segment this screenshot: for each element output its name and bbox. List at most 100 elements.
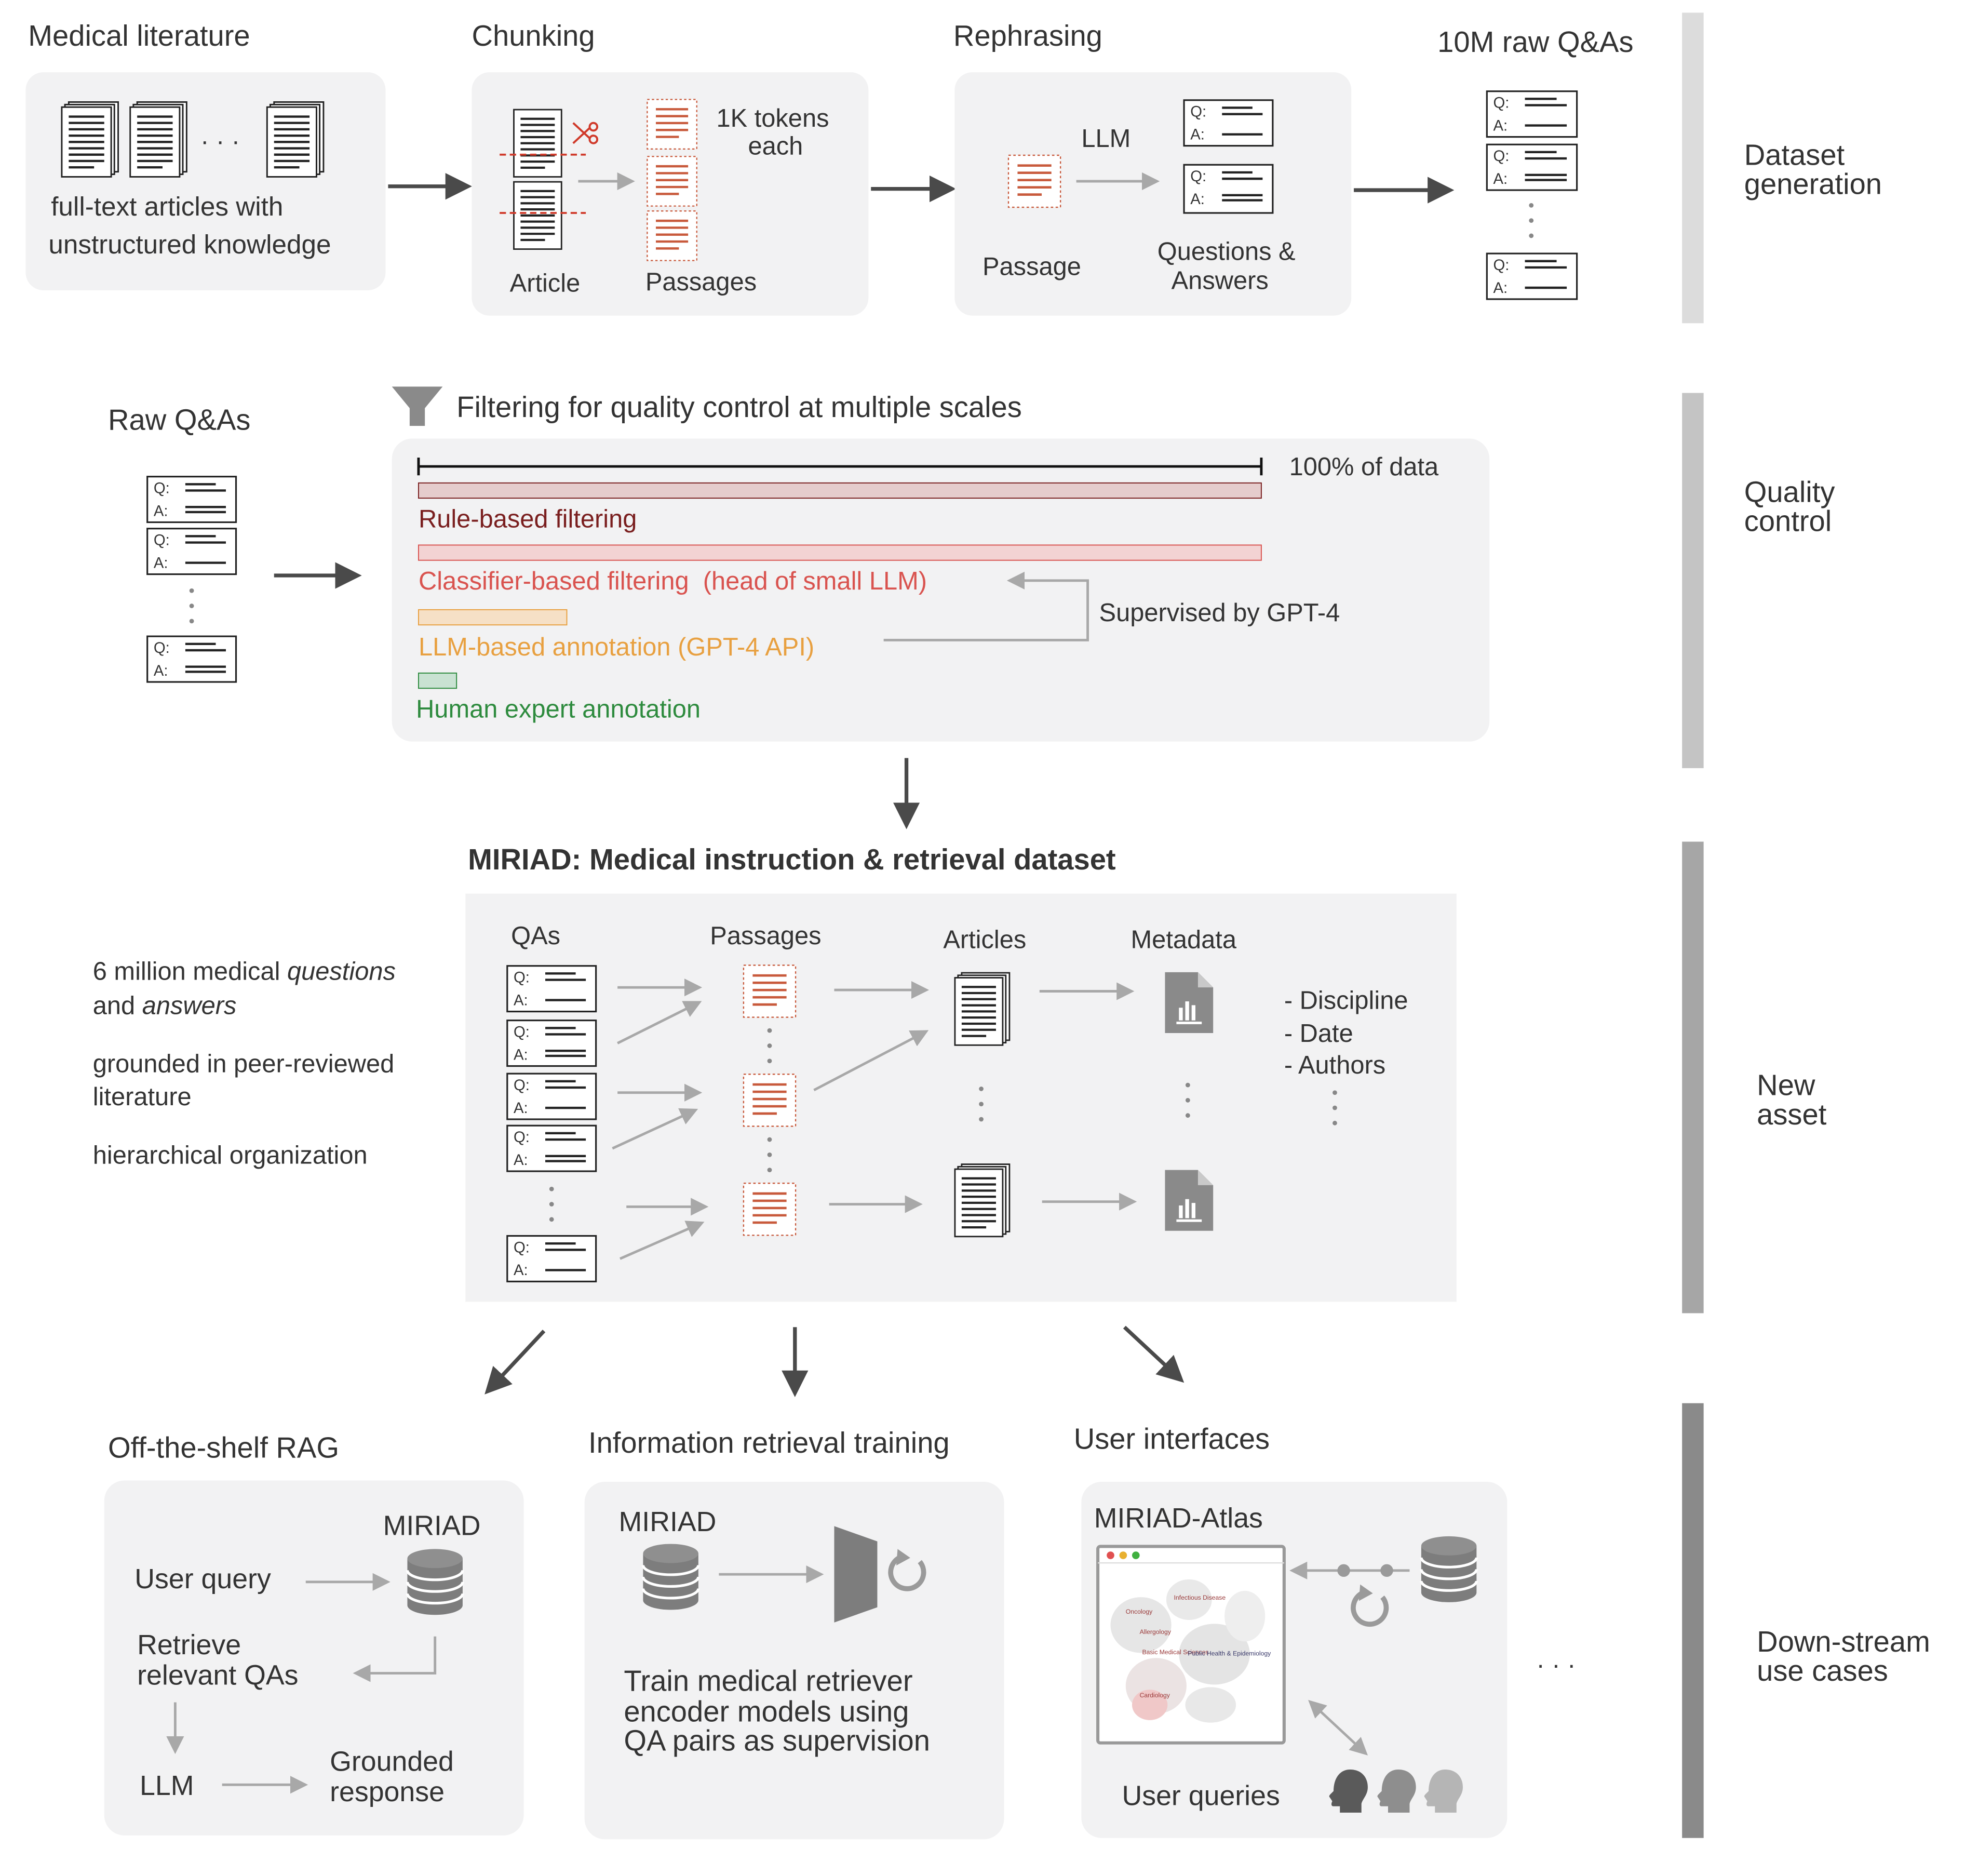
asset-qa-card-2: Q:A:: [506, 1020, 597, 1067]
llm-annotation-bar: [418, 609, 568, 626]
raw-qa-dots-2: [189, 588, 194, 624]
ir-database-icon: [643, 1544, 698, 1610]
ir-desc-3: QA pairs as supervision: [624, 1724, 930, 1757]
human-annotation-label: Human expert annotation: [416, 695, 701, 723]
qa-q-label: Q:: [514, 1129, 530, 1146]
window-close-dot[interactable]: [1107, 1551, 1114, 1559]
rag-retrieve-2: relevant QAs: [137, 1659, 298, 1691]
atlas-map: Infectious Disease Oncology Allergology …: [1110, 1579, 1271, 1723]
map-label-basic: Basic Medical Sciences: [1142, 1649, 1209, 1656]
classifier-bar: [418, 544, 1262, 561]
passage-icon-2: [647, 156, 696, 206]
map-label-infectious: Infectious Disease: [1174, 1594, 1226, 1601]
scale-bracket: [417, 458, 1263, 476]
qa-a-label: A:: [514, 1100, 528, 1117]
qa-q-label: Q:: [514, 1077, 530, 1094]
col-articles-label: Articles: [943, 926, 1026, 954]
ui-title: User interfaces: [1074, 1423, 1270, 1455]
raw-qas-title: 10M raw Q&As: [1437, 25, 1633, 58]
asset-arrows: [612, 979, 1137, 1260]
miriad-panel: [465, 893, 1457, 1302]
ir-desc-2: encoder models using: [624, 1695, 909, 1727]
human-annotation-bar: [418, 672, 457, 689]
rephrase-qa-card-2: Q: A:: [1183, 164, 1274, 214]
raw-qa-dots: [1529, 203, 1534, 238]
rag-database-icon: [407, 1549, 462, 1615]
qa-q-label: Q:: [1190, 168, 1206, 185]
literature-caption-2: unstructured knowledge: [48, 230, 331, 259]
rag-title: Off-the-shelf RAG: [108, 1431, 339, 1464]
asset-passage-2: [744, 1074, 796, 1126]
rephrasing-title: Rephrasing: [953, 19, 1102, 52]
more-use-cases-ellipsis: · · ·: [1537, 1651, 1576, 1679]
asset-qa-card-3: Q: A:: [506, 1073, 597, 1120]
qa-a-label: A:: [154, 662, 168, 679]
rule-bar: [418, 482, 1262, 499]
qa-a-label: A:: [514, 1262, 528, 1279]
side-label-dataset-2: generation: [1744, 167, 1882, 200]
qa-a-label: A:: [514, 1151, 528, 1169]
classifier-label: Classifier-based filtering (head of smal…: [419, 567, 927, 595]
rag-llm-label: LLM: [140, 1770, 194, 1801]
metadata-date: - Date: [1284, 1020, 1353, 1048]
arrow-queries-atlas: [1308, 1699, 1368, 1756]
ir-desc-1: Train medical retriever: [624, 1665, 912, 1697]
qa-a-label: A:: [1493, 170, 1508, 187]
ui-atlas-label: MIRIAD-Atlas: [1094, 1503, 1263, 1534]
asset-desc-1a: 6 million medical: [93, 958, 287, 986]
qa-a-label: A:: [514, 1046, 528, 1063]
article-stack-icon-1: [62, 102, 118, 177]
qa-a-label: A:: [154, 502, 168, 519]
col-passages-label: Passages: [710, 922, 821, 950]
asset-desc-2: grounded in peer-reviewed: [93, 1050, 395, 1078]
window-max-dot[interactable]: [1132, 1551, 1140, 1559]
map-label-cardiology: Cardiology: [1140, 1692, 1170, 1699]
qa-q-label: Q:: [1493, 148, 1510, 165]
filter-panel: [392, 438, 1490, 742]
qa-q-label: Q:: [514, 1239, 530, 1256]
asset-qa-card-4: Q: A:: [506, 1124, 597, 1172]
map-label-allergology: Allergology: [1140, 1628, 1172, 1636]
qa-q-label: Q:: [154, 479, 170, 497]
window-min-dot[interactable]: [1119, 1551, 1127, 1559]
quality-qa-card-2: Q:A:: [146, 528, 237, 575]
tokens-label-2: each: [748, 132, 803, 160]
rephrasing-qa-label-2: Answers: [1172, 266, 1269, 294]
ir-miriad-label: MIRIAD: [619, 1506, 717, 1537]
side-bar-new-asset: [1682, 841, 1704, 1314]
miriad-title: MIRIAD: Medical instruction & retrieval …: [468, 843, 1116, 876]
ir-title: Information retrieval training: [588, 1426, 950, 1459]
raw-qa-card-2: Q: A:: [1486, 143, 1578, 191]
rag-retrieve-1: Retrieve: [137, 1629, 241, 1660]
atlas-window[interactable]: Infectious Disease Oncology Allergology …: [1096, 1545, 1286, 1745]
rag-grounded-1: Grounded: [330, 1746, 454, 1777]
side-bar-dataset-generation: [1682, 12, 1704, 324]
passage-icon-3: [647, 211, 696, 260]
side-label-dataset-1: Dataset: [1744, 138, 1845, 171]
asset-desc-1d: answers: [142, 991, 237, 1020]
filter-funnel-icon: [392, 386, 443, 426]
article-icon-top: [514, 110, 561, 177]
passage-icon-single: [1008, 155, 1060, 207]
qa-a-label: A:: [1493, 117, 1508, 134]
qa-a-label: A:: [1190, 191, 1205, 208]
qa-q-label: Q:: [154, 639, 170, 656]
asset-qa-card-1: Q:A:: [506, 965, 597, 1013]
asset-qa-card-5: Q: A:: [506, 1235, 597, 1282]
arrow-to-ui: [1123, 1325, 1185, 1383]
rule-label: Rule-based filtering: [419, 505, 637, 533]
asset-desc-1-line2: and answers: [93, 991, 237, 1020]
asset-dots: [549, 1028, 1337, 1222]
quality-qa-card-3: Q: A:: [146, 635, 237, 683]
refresh-icon-ir: [888, 1549, 926, 1591]
qa-a-label: A:: [1190, 126, 1205, 143]
side-bar-quality-control: [1682, 393, 1704, 768]
qa-a-label: A:: [514, 991, 528, 1009]
article-stack-icon-2: [130, 102, 187, 177]
metadata-file-icon-1: [1165, 972, 1214, 1034]
supervised-label: Supervised by GPT-4: [1099, 599, 1340, 627]
rag-grounded-2: response: [330, 1776, 445, 1807]
supervision-arrow: [883, 571, 1089, 641]
